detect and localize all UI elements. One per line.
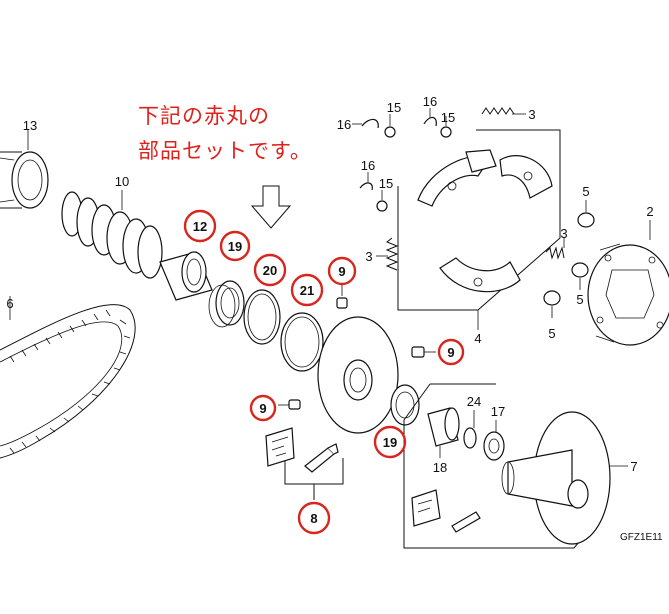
label-3-right: 3: [560, 226, 567, 241]
label-18: 18: [433, 460, 447, 475]
movable-drive-face: [317, 316, 399, 434]
part-3-spring-right: [545, 238, 565, 260]
grease-tube-icon-2: [451, 511, 481, 533]
label-9-top: 9: [338, 264, 345, 279]
caution-label-icon: [265, 427, 295, 467]
note-line-1: 下記の赤丸の: [138, 104, 270, 128]
label-16-a: 16: [337, 117, 351, 132]
part-6-drive-belt: [0, 296, 136, 459]
part-16-clip-a: [352, 118, 379, 129]
highlight-circle-19b: [373, 425, 407, 459]
part-9-guide-pin-top: [336, 284, 348, 309]
part-4-clutch-weight-assembly: [397, 129, 561, 330]
highlight-circle-9b: [437, 338, 465, 366]
part-5-roller-b: [571, 262, 589, 290]
label-12: 12: [193, 219, 207, 234]
label-2: 2: [646, 204, 653, 219]
label-13: 13: [23, 118, 37, 133]
label-5-bottom: 5: [548, 326, 555, 341]
label-19-upper: 19: [228, 239, 242, 254]
down-arrow-icon: [250, 185, 292, 229]
part-10-spring: [61, 190, 163, 279]
highlight-circle-19a: [219, 230, 251, 262]
label-24: 24: [467, 394, 481, 409]
label-19-lower: 19: [383, 435, 397, 450]
label-3-top: 3: [528, 107, 535, 122]
label-4: 4: [474, 331, 481, 346]
diagram-code: GFZ1E11: [620, 532, 663, 543]
highlight-circle-12: [183, 209, 217, 243]
part-3-spring-top: [481, 107, 526, 115]
part-17-ball-bearing: [483, 420, 505, 461]
highlight-circle-21: [290, 273, 324, 307]
part-12-collar: [159, 251, 213, 301]
part-18-needle-bearing: [427, 407, 460, 458]
label-5-top: 5: [582, 184, 589, 199]
label-17: 17: [491, 404, 505, 419]
highlight-circle-9c: [249, 394, 277, 422]
part-8-bracket-lines: [284, 458, 344, 500]
label-16-b: 16: [423, 94, 437, 109]
part-19-oil-seal-upper: [208, 280, 245, 328]
note-line-2: 部品セットです。: [138, 139, 312, 163]
label-15-c: 15: [379, 176, 393, 191]
label-3-left: 3: [365, 249, 372, 264]
part-3-spring-left: [376, 237, 399, 271]
label-7: 7: [630, 459, 637, 474]
label-15-b: 15: [441, 110, 455, 125]
label-21: 21: [300, 283, 314, 298]
label-10: 10: [115, 174, 129, 189]
part-15-washer-a: [384, 114, 396, 138]
part-7-driven-pulley-assembly: [403, 383, 628, 549]
label-5-middle: 5: [576, 292, 583, 307]
part-16-clip-c: [359, 172, 373, 191]
part-24-circlip: [463, 410, 477, 449]
caution-label-icon-2: [411, 489, 441, 527]
part-15-washer-b: [440, 116, 452, 138]
part-20-o-ring: [243, 289, 281, 345]
label-6: 6: [6, 296, 13, 311]
part-5-roller-a: [577, 200, 595, 228]
part-9-guide-pin-right: [411, 346, 436, 358]
part-21-o-ring: [280, 312, 324, 372]
label-15-a: 15: [387, 100, 401, 115]
label-9-right: 9: [447, 345, 454, 360]
highlight-circle-9a: [327, 256, 357, 286]
highlight-circle-20: [253, 253, 287, 287]
part-5-roller-c: [543, 290, 561, 318]
part-9-guide-pin-left: [278, 399, 301, 410]
grease-tube-icon: [304, 443, 339, 473]
part-16-clip-b: [423, 108, 437, 127]
part-13-clutch-outer: [0, 130, 49, 209]
part-2-drive-plate: [587, 220, 669, 346]
part-19-oil-seal-lower: [390, 384, 420, 426]
highlight-circle-8: [297, 501, 331, 535]
label-16-c: 16: [361, 158, 375, 173]
label-8: 8: [310, 511, 317, 526]
label-20: 20: [263, 263, 277, 278]
label-9-left: 9: [259, 401, 266, 416]
part-15-washer-c: [376, 190, 388, 212]
